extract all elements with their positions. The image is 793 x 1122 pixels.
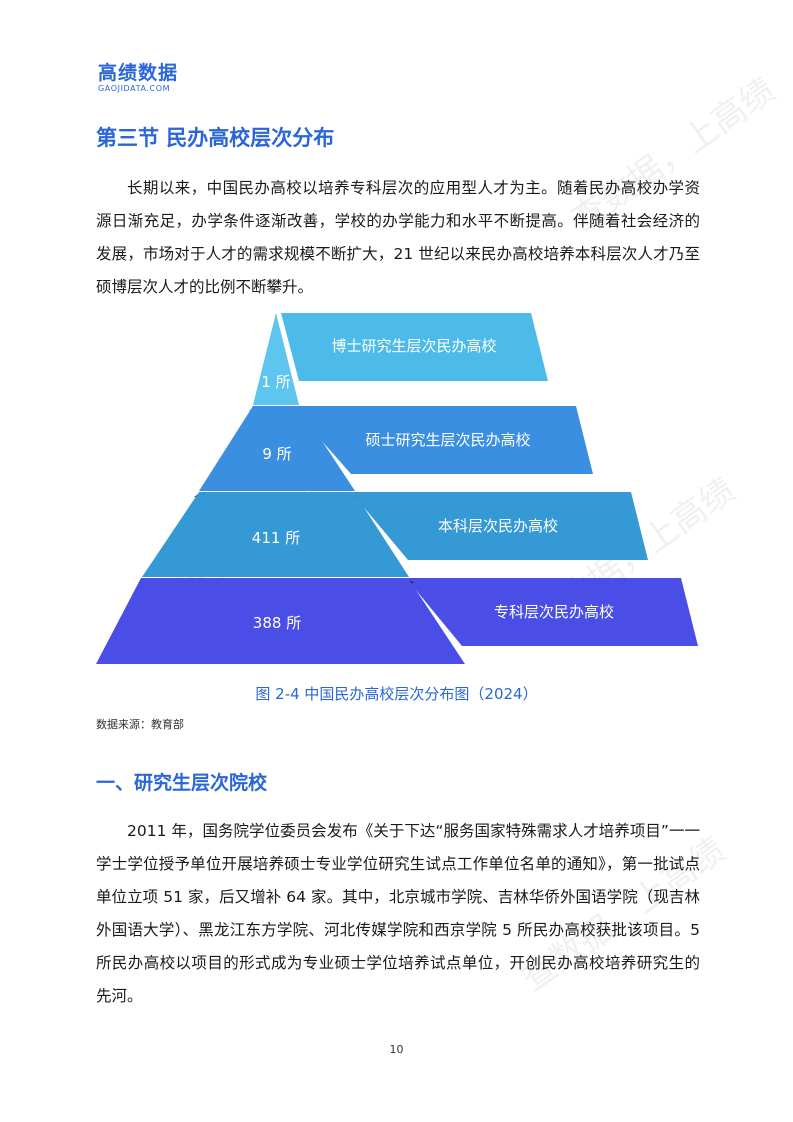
pyramid-level-1-count: 1 所	[261, 373, 290, 391]
pyramid-level-4	[96, 578, 465, 664]
brand-logo: 高绩数据 GAOJIDATA.COM	[98, 62, 178, 94]
pyramid-level-3-count: 411 所	[252, 529, 300, 547]
logo-name: 高绩数据	[98, 62, 179, 84]
intro-paragraph: 长期以来，中国民办高校以培养专科层次的应用型人才为主。随着民办高校办学资源日渐充…	[96, 179, 700, 296]
logo-url: GAOJIDATA.COM	[98, 84, 171, 93]
page-number: 10	[389, 1043, 404, 1056]
pyramid-tab-4	[406, 578, 698, 646]
figure-caption: 图 2-4 中国民办高校层次分布图（2024）	[255, 685, 538, 703]
pyramid-tab-2	[291, 406, 593, 474]
pyramid-level-3	[142, 492, 409, 577]
data-source: 数据来源：教育部	[96, 718, 184, 731]
body-paragraph: 2011 年，国务院学位委员会发布《关于下达“服务国家特殊需求人才培养项目”一一…	[96, 822, 700, 1005]
subsection-title: 一、研究生层次院校	[96, 772, 268, 794]
pyramid-level-2-count: 9 所	[262, 445, 291, 463]
pyramid-level-2-name: 硕士研究生层次民办高校	[365, 431, 530, 449]
pyramid-level-4-count: 388 所	[253, 614, 301, 632]
pyramid-level-4-name: 专科层次民办高校	[494, 603, 614, 621]
pyramid-level-3-name: 本科层次民办高校	[438, 517, 558, 535]
pyramid-tab-1	[281, 313, 548, 381]
pyramid-level-1	[253, 313, 299, 405]
pyramid-diagram: 博士研究生层次民办高校 1 所 硕士研究生层次民办高校 9 所 本科层次民办高校…	[96, 313, 698, 664]
pyramid-level-2	[199, 406, 355, 491]
pyramid-level-1-name: 博士研究生层次民办高校	[331, 337, 496, 355]
pyramid-tab-3	[351, 492, 648, 560]
section-title: 第三节 民办高校层次分布	[96, 126, 335, 150]
